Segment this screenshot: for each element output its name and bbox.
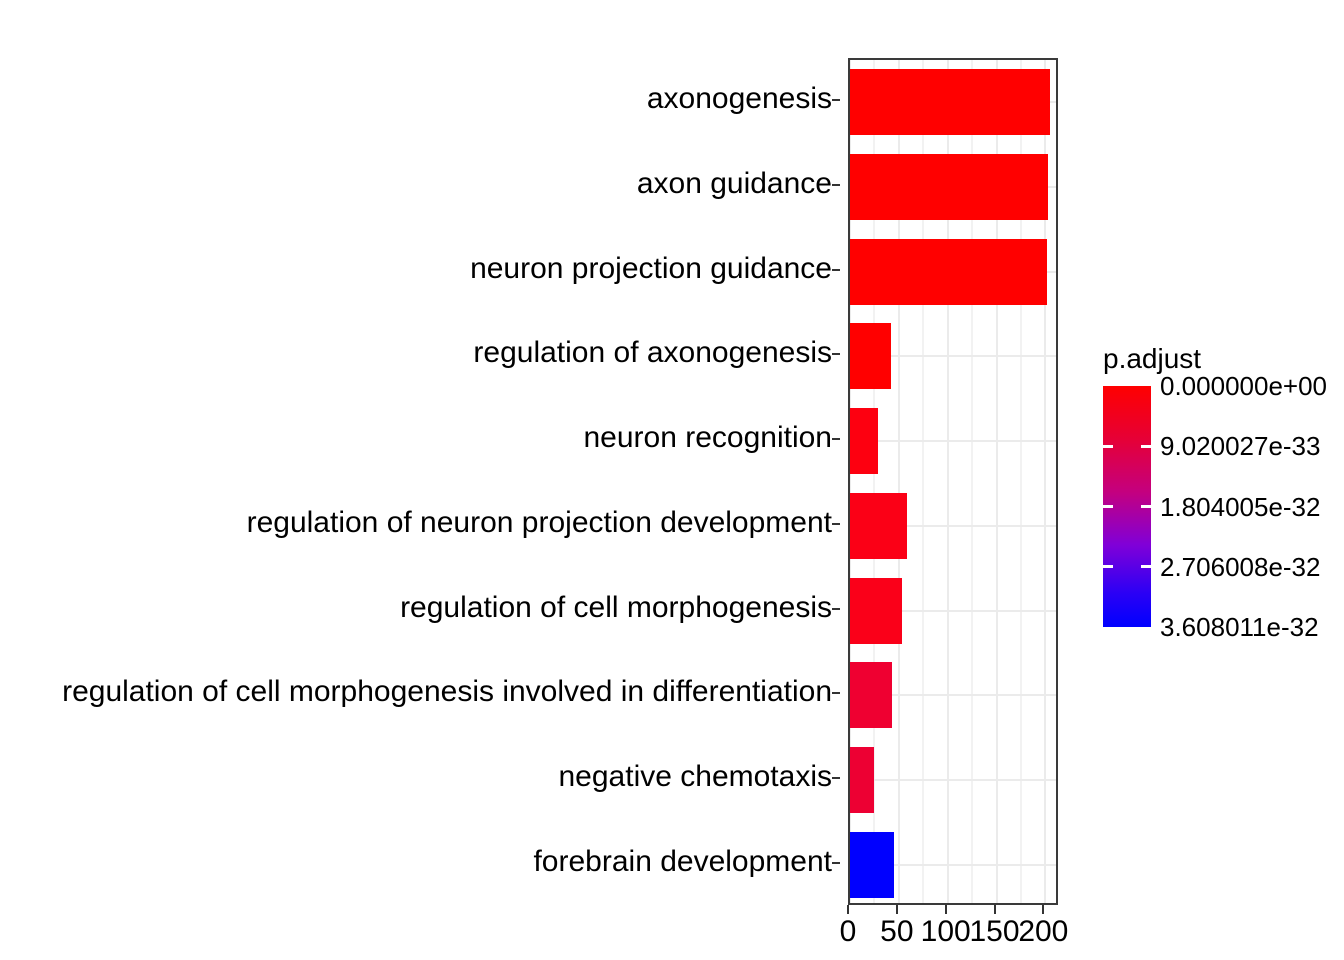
y-axis-tick-mark (832, 861, 840, 864)
gridline-horizontal (850, 355, 1056, 358)
bar[interactable] (850, 662, 892, 729)
y-axis-tick-mark (832, 438, 840, 441)
x-axis-tick-mark (944, 905, 947, 914)
y-axis-tick-label: axon guidance (636, 167, 832, 201)
bar[interactable] (850, 492, 907, 559)
y-axis-tick-mark (832, 184, 840, 187)
x-axis-tick-mark (847, 905, 849, 914)
y-axis-tick-label: regulation of axonogenesis (473, 336, 832, 370)
bar[interactable] (850, 323, 892, 390)
bar[interactable] (850, 746, 875, 813)
gridline-vertical-major (897, 60, 900, 903)
bar[interactable] (850, 408, 879, 475)
legend-tick-mark (1141, 505, 1151, 508)
y-axis-tick-label: neuron recognition (583, 421, 832, 455)
x-axis-tick-label: 50 (880, 915, 914, 948)
legend-key-label: 0.000000e+00 (1160, 371, 1328, 401)
bar[interactable] (850, 154, 1049, 221)
y-axis-tick-label: regulation of cell morphogenesis involve… (62, 675, 832, 709)
legend-key-label: 9.020027e-33 (1160, 431, 1321, 462)
gridline-horizontal (850, 524, 1056, 527)
y-axis-tick-mark (832, 99, 840, 102)
x-axis-tick-mark (993, 905, 996, 914)
x-axis-tick-mark (895, 905, 898, 914)
y-axis-tick-mark (832, 522, 840, 525)
bar[interactable] (850, 577, 902, 644)
y-axis-tick-label: regulation of neuron projection developm… (246, 505, 832, 539)
legend-tick-mark (1103, 444, 1113, 448)
legend-tick-mark (1103, 505, 1113, 508)
bar[interactable] (850, 69, 1051, 136)
gridline-vertical-major (850, 60, 851, 903)
y-axis-tick-label: forebrain development (533, 844, 832, 878)
gridline-horizontal (850, 440, 1056, 443)
legend-title: p.adjust (1103, 343, 1202, 374)
y-axis-tick-label: regulation of cell morphogenesis (400, 590, 832, 624)
y-axis-tick-label: negative chemotaxis (558, 759, 833, 793)
gridline-vertical-minor (873, 60, 876, 903)
bar[interactable] (850, 831, 894, 898)
legend-key-label: 2.706008e-32 (1160, 551, 1321, 582)
gridline-vertical-minor (971, 60, 974, 903)
y-axis-category-labels: axonogenesis axon guidance neuron projecti… (0, 58, 840, 905)
gridline-horizontal (850, 863, 1056, 866)
gridline-horizontal (850, 778, 1056, 781)
gridline-vertical-major (995, 60, 998, 903)
y-axis-tick-label: axonogenesis (646, 82, 832, 116)
x-axis-tick-label: 200 (1018, 915, 1069, 948)
legend-key-label: 3.608011e-32 (1160, 612, 1319, 642)
y-axis-tick-mark (832, 268, 840, 271)
legend-key-label: 1.804005e-32 (1160, 491, 1321, 522)
legend-tick-mark (1103, 565, 1113, 569)
x-axis-tick-label: 0 (839, 915, 857, 948)
legend-tick-mark (1141, 444, 1151, 448)
y-axis-tick-mark (832, 776, 840, 779)
gridline-vertical-major (1044, 60, 1047, 903)
x-axis-tick-label: 100 (920, 915, 971, 948)
bar[interactable] (850, 238, 1048, 305)
legend-tick-mark (1141, 565, 1151, 569)
y-axis-tick-mark (832, 692, 840, 695)
x-axis-tick-mark (1042, 905, 1045, 914)
gridline-vertical-minor (1019, 60, 1022, 903)
gridline-horizontal (850, 694, 1056, 697)
x-axis-tick-label: 150 (969, 915, 1020, 948)
y-axis-tick-label: neuron projection guidance (470, 251, 832, 285)
legend-p-adjust: p.adjust 0.000000e+00 9.020027e-33 1.80400… (1100, 344, 1344, 644)
y-axis-tick-mark (832, 607, 840, 610)
y-axis-tick-mark (832, 353, 840, 356)
gridline-vertical-minor (922, 60, 925, 903)
plot-panel (848, 58, 1058, 905)
gridline-vertical-major (946, 60, 949, 903)
gridline-horizontal (850, 609, 1056, 612)
